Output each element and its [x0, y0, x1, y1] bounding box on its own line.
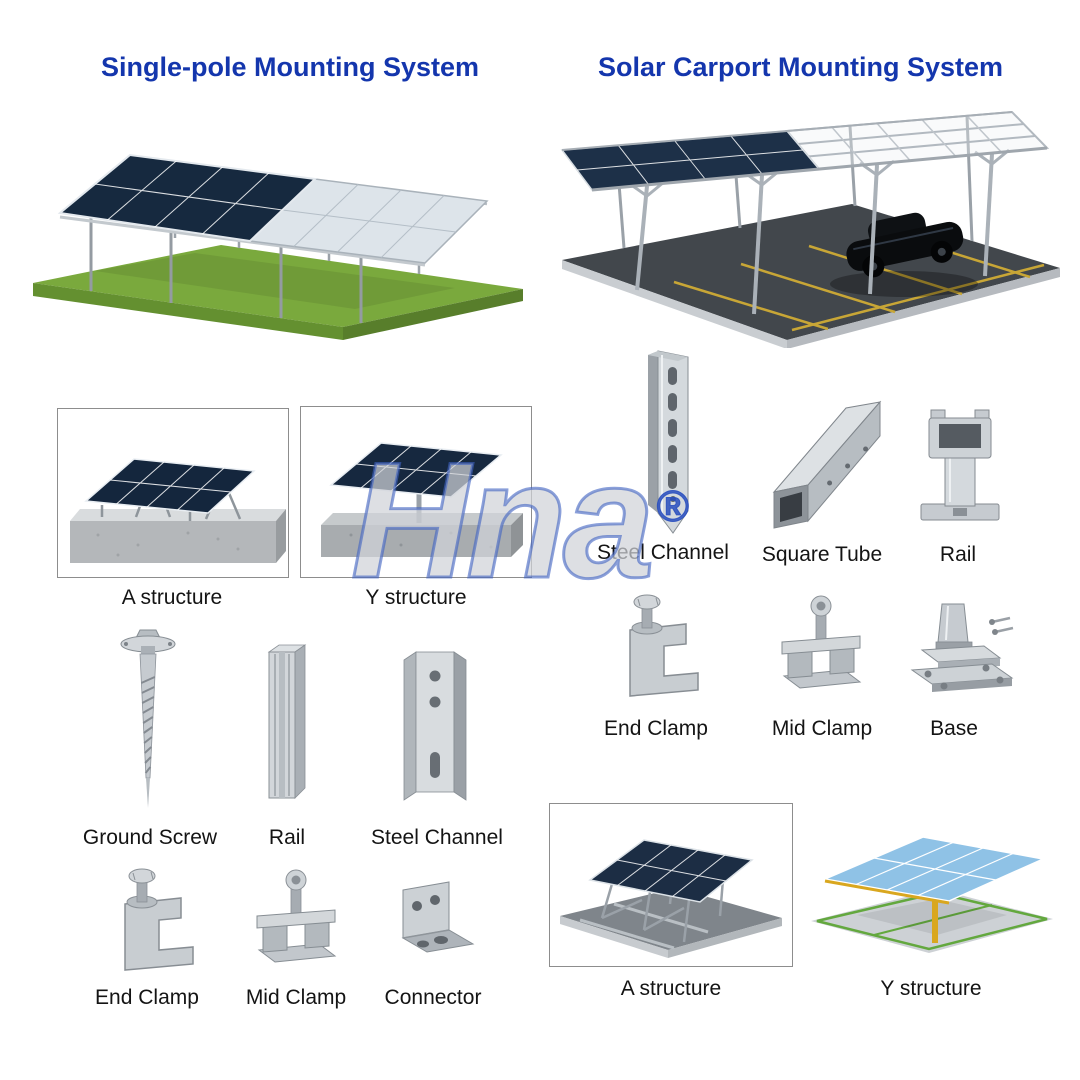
- caption-a-structure-carport: A structure: [620, 977, 722, 1000]
- single-pole-steel-channel: [392, 642, 480, 817]
- a-structure-frame-left: [57, 408, 289, 578]
- single-pole-connector: [383, 870, 485, 975]
- ground-mount-render-image: [33, 153, 523, 340]
- carport-end-clamp: [600, 586, 712, 706]
- rail-profile-image: [267, 644, 307, 799]
- carport-square-tube: [762, 372, 887, 540]
- caption-steel-channel-single-pole: Steel Channel: [371, 826, 503, 849]
- rail-image: [920, 409, 1000, 521]
- caption-connector: Connector: [384, 986, 482, 1009]
- mid-clamp-image: [781, 595, 862, 689]
- caption-rail-carport: Rail: [939, 543, 977, 566]
- caption-steel-channel-carport: Steel Channel: [597, 541, 729, 564]
- base-image: [910, 603, 1014, 692]
- caption-end-clamp-carport: End Clamp: [604, 717, 708, 740]
- a-structure-carport-image: [560, 839, 782, 958]
- caption-mid-clamp-carport: Mid Clamp: [771, 717, 873, 740]
- connector-image: [401, 881, 475, 953]
- carport-mid-clamp: [768, 592, 876, 704]
- y-structure-carport-image: [811, 836, 1053, 953]
- y-structure-frame-carport: [797, 803, 1065, 965]
- car-image: [846, 212, 964, 278]
- single-pole-end-clamp: [95, 860, 207, 980]
- caption-a-structure-left: A structure: [121, 586, 223, 609]
- y-structure-image: [321, 442, 523, 557]
- carport-render-image: [560, 110, 1060, 348]
- carport-hero: [552, 98, 1067, 348]
- steel-channel-u-image: [403, 651, 467, 801]
- carport-steel-channel: [618, 343, 713, 541]
- single-pole-mid-clamp: [243, 866, 351, 978]
- caption-end-clamp-single-pole: End Clamp: [95, 986, 199, 1009]
- carport-rail: [905, 400, 1015, 540]
- y-structure-frame-left: [300, 406, 532, 578]
- steel-channel-image: [648, 350, 689, 534]
- square-tube-image: [772, 400, 882, 529]
- mid-clamp-image-2: [256, 869, 337, 963]
- title-single-pole: Single-pole Mounting System: [100, 52, 479, 82]
- end-clamp-image-2: [124, 868, 194, 971]
- caption-y-structure-carport: Y structure: [880, 977, 982, 1000]
- end-clamp-image: [629, 594, 699, 697]
- caption-square-tube: Square Tube: [761, 543, 883, 566]
- ground-screw-image: [120, 629, 176, 808]
- caption-base: Base: [930, 717, 978, 740]
- a-structure-image: [70, 458, 286, 563]
- caption-mid-clamp-single-pole: Mid Clamp: [245, 986, 347, 1009]
- single-pole-rail: [255, 638, 317, 813]
- a-structure-frame-carport: [549, 803, 793, 967]
- title-carport: Solar Carport Mounting System: [597, 52, 1004, 82]
- ground-screw: [108, 626, 188, 818]
- caption-y-structure-left: Y structure: [365, 586, 467, 609]
- ground-mount-hero: [25, 95, 525, 345]
- carport-base: [892, 598, 1018, 706]
- caption-ground-screw: Ground Screw: [82, 826, 218, 849]
- caption-rail-single-pole: Rail: [268, 826, 306, 849]
